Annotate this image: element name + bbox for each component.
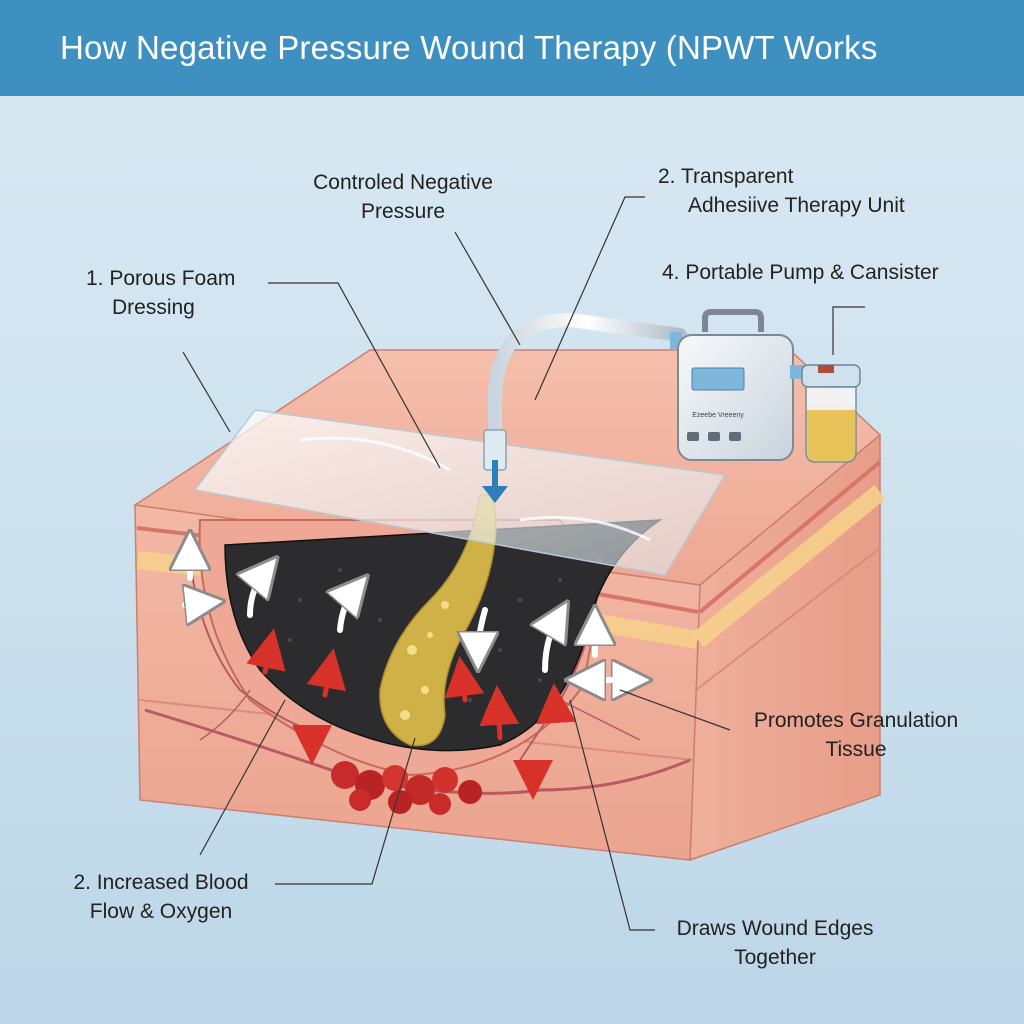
label-controlled-pressure: Controled Negative Pressure (303, 168, 503, 226)
leader-wound-edges (569, 699, 655, 931)
label-controlled-pressure-line1: Controled Negative (313, 171, 493, 194)
pump-body (677, 334, 794, 461)
side-fat-band (692, 485, 886, 647)
label-wound-edges-line1: Draws Wound Edges (676, 917, 874, 940)
transparent-film (193, 409, 727, 576)
label-therapy-unit-line1: 2. Transparent (658, 165, 794, 188)
exudate-bubbles (400, 601, 449, 720)
blood-flow-arrows (246, 628, 577, 800)
pump-screen (691, 367, 745, 391)
leader-porous-foam-b (182, 351, 231, 433)
label-blood-flow: 2. Increased Blood Flow & Oxygen (58, 868, 264, 926)
leader-granulation (619, 689, 731, 731)
label-granulation: Promotes Granulation Tissue (740, 706, 972, 764)
label-porous-foam-line2: Dressing (112, 296, 195, 319)
leader-blood-flow-b (199, 699, 286, 856)
label-porous-foam-line1: 1. Porous Foam (86, 267, 236, 290)
label-wound-edges-line2: Together (734, 946, 816, 969)
label-controlled-pressure-line2: Pressure (360, 200, 446, 223)
leader-lines (182, 196, 865, 931)
leader-blood-flow-a (275, 737, 416, 885)
side-epidermis-band (698, 460, 882, 614)
device-label: Ezeebe Vreeeny (692, 412, 744, 419)
label-wound-edges: Draws Wound Edges Together (662, 914, 888, 972)
label-blood-flow-line2: Flow & Oxygen (89, 900, 233, 923)
blood-clot-cluster (331, 761, 482, 815)
leader-therapy-unit (534, 196, 645, 401)
label-therapy-unit-line2: Adhesiive Therapy Unit (688, 194, 905, 217)
leader-pump (832, 306, 865, 355)
label-granulation-line2: Tissue (825, 738, 887, 761)
page-title: How Negative Pressure Wound Therapy (NPW… (60, 29, 878, 66)
label-blood-flow-line1: 2. Increased Blood (73, 871, 249, 894)
exudate-channel (379, 494, 497, 747)
portable-pump: Ezeebe Vreeeny (670, 309, 808, 461)
fluid-canister (801, 364, 861, 463)
pressure-arrows (185, 550, 632, 680)
label-porous-foam: 1. Porous Foam Dressing (86, 264, 235, 322)
leader-controlled-pressure (454, 231, 521, 346)
label-pump: 4. Portable Pump & Cansister (662, 261, 939, 284)
label-therapy-unit: 2. Transparent Adhesiive Therapy Unit (658, 162, 905, 220)
title-bar: How Negative Pressure Wound Therapy (NPW… (0, 0, 1024, 96)
suction-tube (488, 312, 687, 447)
leader-porous-foam-a (268, 282, 441, 469)
label-granulation-line1: Promotes Granulation (753, 709, 959, 732)
